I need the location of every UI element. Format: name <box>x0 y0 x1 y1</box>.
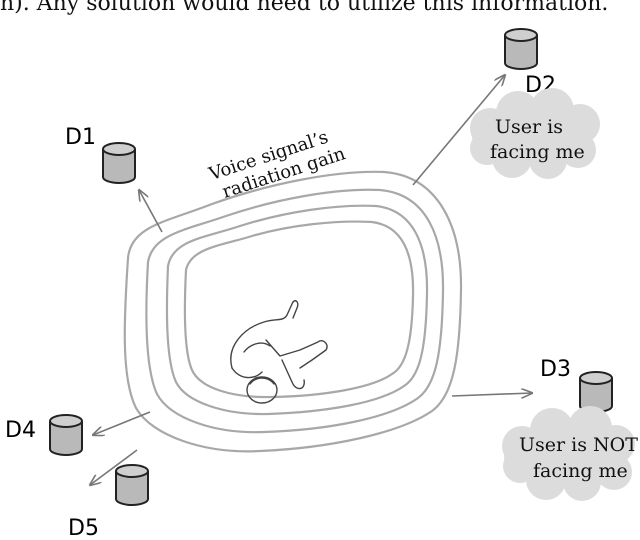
cloud-not-facing-line2: facing me <box>533 460 628 482</box>
cloud-facing: User is facing me <box>470 88 600 179</box>
d1-device-icon <box>102 142 136 184</box>
d2-device-icon <box>504 28 538 70</box>
cloud-not-facing-line1: User is NOT <box>519 434 638 456</box>
cloud-facing-line1: User is <box>495 116 563 138</box>
device-d4: D4 <box>5 414 83 456</box>
radiation-contour-outer <box>123 170 463 453</box>
direction-arrows <box>90 75 532 485</box>
arrow-to-d4 <box>93 411 151 435</box>
device-d5: D5 <box>68 464 149 540</box>
user-figure-icon <box>230 300 328 404</box>
d5-label: D5 <box>68 516 99 540</box>
caption-text-fragment: h). Any solution would need to utilize t… <box>0 0 609 16</box>
cloud-facing-line2: facing me <box>490 141 585 163</box>
cloud-facing-shape <box>470 88 600 179</box>
cloud-not-facing: User is NOT facing me <box>502 406 638 501</box>
device-d1: D1 <box>65 125 136 184</box>
radiation-contour-2 <box>145 188 445 434</box>
radiation-contour-inner <box>183 220 415 399</box>
device-d3: D3 <box>540 357 613 413</box>
arrow-to-d1 <box>139 190 163 233</box>
cloud-not-facing-shape <box>502 406 635 501</box>
d5-device-icon <box>115 464 149 506</box>
d3-label: D3 <box>540 357 571 382</box>
arrow-to-d2 <box>412 75 505 186</box>
d3-device-icon <box>579 371 613 413</box>
radiation-contours <box>123 170 463 453</box>
d4-label: D4 <box>5 418 36 443</box>
d1-label: D1 <box>65 125 96 150</box>
d4-device-icon <box>49 414 83 456</box>
device-d2: D2 <box>504 28 556 98</box>
arrow-to-d3 <box>451 393 532 396</box>
radiation-contour-3 <box>165 204 429 416</box>
arrow-to-d5 <box>90 449 138 485</box>
